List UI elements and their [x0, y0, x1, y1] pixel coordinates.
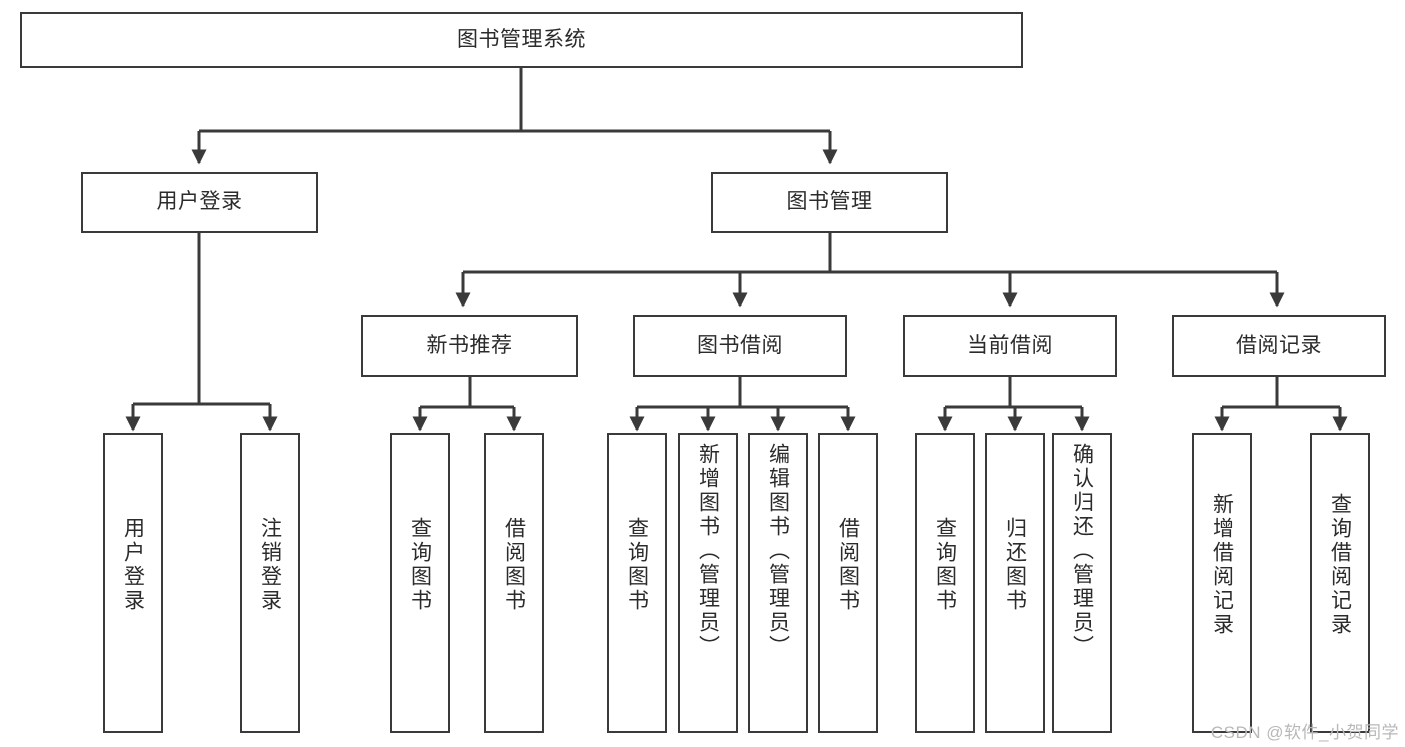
leaf-current-borrow-query[interactable]: 查询图书	[915, 433, 975, 733]
leaf-label: 查询图书	[933, 517, 957, 613]
leaf-label: 借阅图书	[502, 517, 526, 613]
leaf-book-borrow-add[interactable]: 新增图书（管理员）	[678, 433, 738, 733]
leaf-label: 归还图书	[1003, 517, 1027, 613]
watermark-text: CSDN @软件_小贺同学	[1210, 723, 1399, 742]
node-book-management-label: 图书管理	[786, 190, 873, 214]
leaf-new-book-query[interactable]: 查询图书	[390, 433, 450, 733]
leaf-book-borrow-edit[interactable]: 编辑图书（管理员）	[748, 433, 808, 733]
leaf-current-borrow-return[interactable]: 归还图书	[985, 433, 1045, 733]
leaf-user-login-signout[interactable]: 注销登录	[240, 433, 300, 733]
node-user-login-label: 用户登录	[156, 190, 243, 214]
leaf-book-borrow-query[interactable]: 查询图书	[607, 433, 667, 733]
leaf-borrow-record-query[interactable]: 查询借阅记录	[1310, 433, 1370, 733]
leaf-label: 查询图书	[408, 517, 432, 613]
leaf-label: 用户登录	[121, 517, 145, 613]
leaf-label: 确认归还（管理员）	[1070, 443, 1094, 659]
leaf-book-borrow-borrow[interactable]: 借阅图书	[818, 433, 878, 733]
leaf-label: 查询图书	[625, 517, 649, 613]
node-user-login[interactable]: 用户登录	[81, 172, 318, 233]
node-borrow-records-label: 借阅记录	[1236, 333, 1322, 357]
leaf-label: 新增图书（管理员）	[696, 443, 720, 659]
leaf-label: 注销登录	[258, 517, 282, 613]
leaf-new-book-borrow[interactable]: 借阅图书	[484, 433, 544, 733]
node-root[interactable]: 图书管理系统	[20, 12, 1023, 68]
node-book-borrow-label: 图书借阅	[697, 333, 783, 357]
node-root-label: 图书管理系统	[457, 27, 586, 51]
node-borrow-records[interactable]: 借阅记录	[1172, 315, 1386, 377]
leaf-current-borrow-confirm[interactable]: 确认归还（管理员）	[1052, 433, 1112, 733]
leaf-label: 查询借阅记录	[1328, 493, 1352, 637]
node-current-borrow-label: 当前借阅	[967, 333, 1053, 357]
node-new-book-recommend-label: 新书推荐	[426, 333, 513, 357]
node-current-borrow[interactable]: 当前借阅	[903, 315, 1117, 377]
leaf-borrow-record-add[interactable]: 新增借阅记录	[1192, 433, 1252, 733]
leaf-label: 新增借阅记录	[1210, 493, 1234, 637]
leaf-user-login-signin[interactable]: 用户登录	[103, 433, 163, 733]
node-book-borrow[interactable]: 图书借阅	[633, 315, 847, 377]
leaf-label: 编辑图书（管理员）	[766, 443, 790, 659]
leaf-label: 借阅图书	[836, 517, 860, 613]
node-new-book-recommend[interactable]: 新书推荐	[361, 315, 578, 377]
node-book-management[interactable]: 图书管理	[711, 172, 948, 233]
